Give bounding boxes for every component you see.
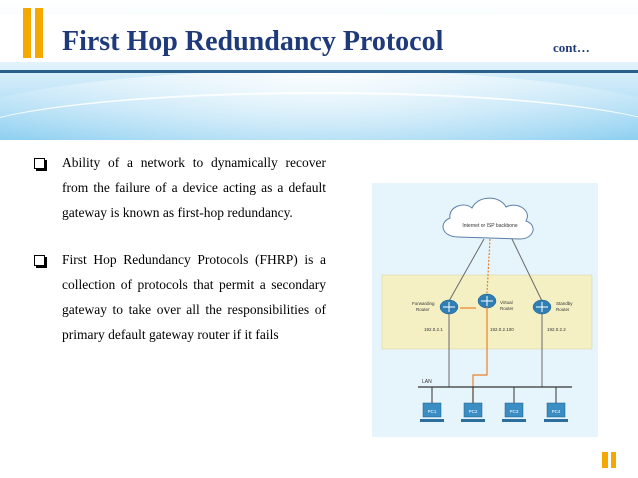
pc-label: PC2 [469,409,478,414]
pc-icon [502,402,526,422]
bullet-text: First Hop Redundancy Protocols (FHRP) is… [62,252,326,342]
router-label: Router [416,307,430,312]
title-rule [0,70,638,73]
header-wave-line [0,92,638,140]
pc-icon [461,402,485,422]
fhrp-network-diagram: Internet or ISP backbone Forwarding Rout… [372,183,598,437]
bullet-list: Ability of a network to dynamically reco… [34,150,326,369]
gold-accent-bars [23,8,43,58]
cloud-icon [442,197,534,240]
pc-icon [420,402,444,422]
continued-label: cont… [553,40,590,55]
router-label: Router [500,306,514,311]
link-line [448,238,485,302]
router-label: Forwarding [412,301,435,306]
router-ip: 192.0.2.1 [424,327,443,332]
lan-label: LAN [422,379,432,385]
title-bar [0,14,638,62]
router-label: Router [556,307,570,312]
gold-accent-bars-bottom [602,452,616,468]
router-ip: 192.0.2.2 [547,327,566,332]
pc-label: PC4 [552,409,561,414]
checkbox-bullet-icon [34,158,45,169]
bullet-item: First Hop Redundancy Protocols (FHRP) is… [34,247,326,347]
bullet-item: Ability of a network to dynamically reco… [34,150,326,225]
router-icon [477,293,497,309]
pc-icon [544,402,568,422]
router-label: Standby [556,301,573,306]
checkbox-bullet-icon [34,255,45,266]
cloud-label: Internet or ISP backbone [462,223,517,229]
bullet-text: Ability of a network to dynamically reco… [62,155,326,220]
router-label: Virtual [500,300,513,305]
link-line [511,238,543,302]
router-ip: 192.0.2.100 [490,327,514,332]
router-icon [439,299,459,315]
pc-label: PC1 [428,409,437,414]
slide-title: First Hop Redundancy Protocol [62,26,444,57]
router-icon [532,299,552,315]
pc-label: PC3 [510,409,519,414]
